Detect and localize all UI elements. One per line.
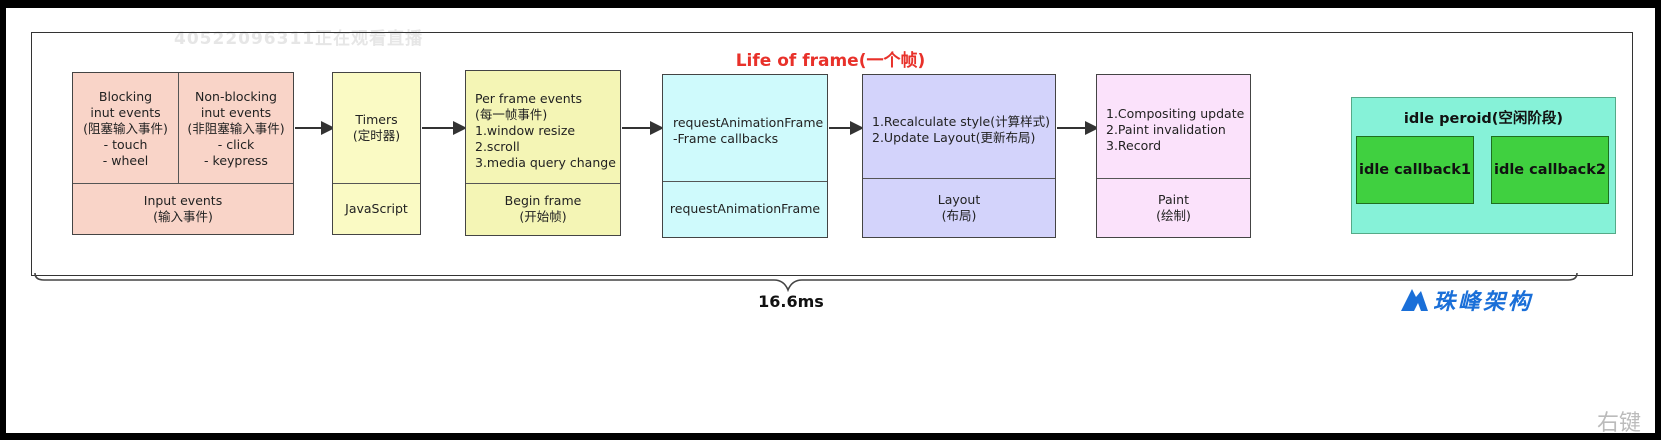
timers-label: Timers (定时器) xyxy=(352,112,401,143)
raf-label: requestAnimationFrame xyxy=(669,201,821,216)
layout-label: Layout (布局) xyxy=(937,191,981,223)
idle-callback-1: idle callback1 xyxy=(1356,136,1474,204)
arrow-raf-to-layout xyxy=(829,121,864,135)
brand-logo: 珠峰架构 xyxy=(1399,284,1533,316)
frame-duration: 16.6ms xyxy=(758,292,824,311)
paint-box: 1.Compositing update 2.Paint invalidatio… xyxy=(1096,74,1251,238)
begin-frame-box: Per frame events (每一帧事件) 1.window resize… xyxy=(465,70,621,236)
paint-label: Paint (绘制) xyxy=(1156,191,1191,223)
raf-box: requestAnimationFrame -Frame callbacks r… xyxy=(662,74,828,238)
diagram-canvas: 40522096311正在观看直播 Life of frame(一个帧) Blo… xyxy=(6,8,1655,433)
per-frame-events: Per frame events (每一帧事件) 1.window resize… xyxy=(475,91,616,170)
non-blocking-input-events: Non-blocking inut events (非阻塞输入事件) - cli… xyxy=(187,89,285,168)
timers-box: Timers (定时器) JavaScript xyxy=(332,72,421,235)
javascript-label: JavaScript xyxy=(345,201,408,216)
input-events-label: Input events (输入事件) xyxy=(143,193,223,224)
frame-border xyxy=(31,32,1633,276)
idle-callback-2: idle callback2 xyxy=(1491,136,1609,204)
arrow-layout-to-paint xyxy=(1057,121,1099,135)
blocking-input-events: Blocking inut events (阻塞输入事件) - touch - … xyxy=(83,89,168,168)
brand-mountain-icon xyxy=(1401,289,1428,311)
watermark: 40522096311正在观看直播 xyxy=(174,29,424,49)
arrow-begin-frame-to-raf xyxy=(622,121,664,135)
arrow-timers-to-begin-frame xyxy=(422,121,467,135)
duration-brace xyxy=(34,272,1578,292)
layout-box: 1.Recalculate style(计算样式) 2.Update Layou… xyxy=(862,74,1056,238)
raf-callbacks: requestAnimationFrame -Frame callbacks xyxy=(673,115,824,146)
input-events-box: Blocking inut events (阻塞输入事件) - touch - … xyxy=(72,72,294,235)
corner-caption: 右键 xyxy=(1596,411,1641,433)
idle-period-title: idle peroid(空闲阶段) xyxy=(1403,111,1564,127)
brand-logo-text: 珠峰架构 xyxy=(1433,290,1534,315)
diagram-title: Life of frame(一个帧) xyxy=(735,51,926,71)
arrow-input-to-timers xyxy=(295,121,335,135)
paint-steps: 1.Compositing update 2.Paint invalidatio… xyxy=(1106,106,1245,153)
layout-steps: 1.Recalculate style(计算样式) 2.Update Layou… xyxy=(872,114,1050,145)
begin-frame-label: Begin frame (开始帧) xyxy=(504,193,582,224)
idle-period-box: idle peroid(空闲阶段) idle callback1 idle ca… xyxy=(1351,97,1616,234)
